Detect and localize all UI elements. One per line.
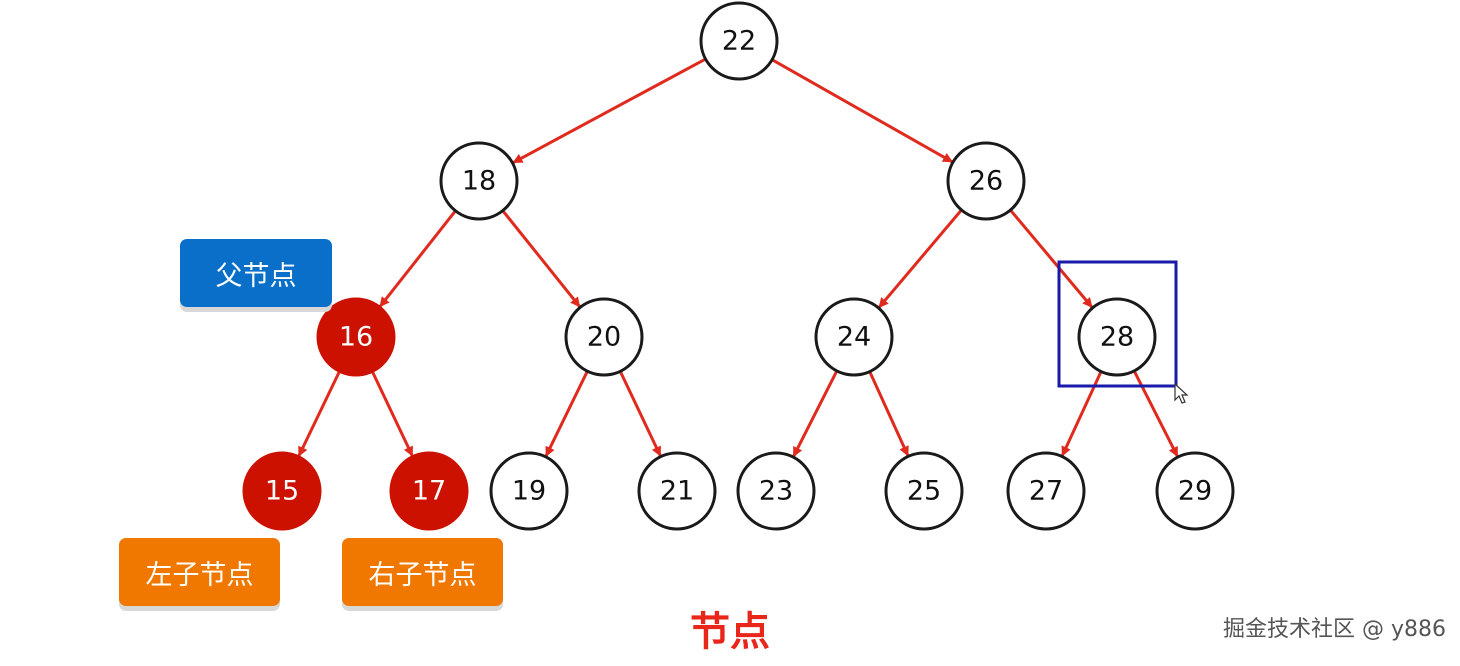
node-value: 15 — [265, 476, 299, 507]
node-value: 23 — [759, 476, 793, 507]
edge-26-24 — [878, 209, 963, 309]
tree-node-25: 25 — [884, 451, 964, 531]
node-circle — [489, 451, 569, 531]
edge-22-18 — [512, 57, 707, 164]
edge-18-20 — [501, 209, 581, 308]
node-circle — [884, 451, 964, 531]
node-value: 20 — [587, 322, 621, 353]
node-value: 17 — [412, 476, 446, 507]
node-circle — [564, 297, 644, 377]
watermark: 掘金技术社区 @ y886 — [1223, 617, 1446, 642]
parent-node-label: 父节点 — [180, 239, 332, 307]
node-circle — [439, 141, 519, 221]
node-value: 18 — [462, 166, 496, 197]
node-circle — [1006, 451, 1086, 531]
edge-20-19 — [544, 370, 589, 457]
edge-22-26 — [771, 58, 953, 164]
edge-28-27 — [1060, 370, 1103, 457]
node-value: 16 — [339, 322, 373, 353]
diagram-title: 节点 — [690, 609, 770, 655]
edge-24-25 — [868, 370, 910, 457]
right-child-label: 右子节点 — [342, 538, 503, 606]
edge-24-23 — [792, 370, 839, 458]
edge-16-15 — [297, 370, 341, 457]
node-circle — [814, 297, 894, 377]
edge-26-28 — [1009, 209, 1094, 309]
node-circle — [637, 451, 717, 531]
tree-node-27: 27 — [1006, 451, 1086, 531]
node-circle — [946, 141, 1026, 221]
node-value: 21 — [660, 476, 694, 507]
node-circle — [389, 451, 469, 531]
edge-20-21 — [618, 370, 662, 457]
node-value: 25 — [907, 476, 941, 507]
node-circle — [1155, 451, 1235, 531]
node-value: 27 — [1029, 476, 1063, 507]
node-value: 26 — [969, 166, 1003, 197]
tree-node-16: 16 — [316, 297, 396, 377]
tree-node-18: 18 — [439, 141, 519, 221]
node-circle — [316, 297, 396, 377]
tree-nodes: 22 18 26 16 20 24 28 15 17 19 21 23 25 27 29 — [242, 1, 1235, 531]
tree-node-20: 20 — [564, 297, 644, 377]
mouse-pointer-icon — [1174, 382, 1189, 404]
node-value: 24 — [837, 322, 871, 353]
selection-box — [1057, 260, 1178, 388]
edge-28-29 — [1132, 370, 1179, 458]
tree-node-22: 22 — [699, 1, 779, 81]
tree-node-23: 23 — [736, 451, 816, 531]
tree-node-24: 24 — [814, 297, 894, 377]
tree-node-19: 19 — [489, 451, 569, 531]
tree-node-26: 26 — [946, 141, 1026, 221]
node-circle — [736, 451, 816, 531]
tree-node-29: 29 — [1155, 451, 1235, 531]
node-value: 28 — [1100, 322, 1134, 353]
tree-node-17: 17 — [389, 451, 469, 531]
tree-edges — [297, 57, 1179, 458]
node-value: 29 — [1178, 476, 1212, 507]
tree-node-21: 21 — [637, 451, 717, 531]
node-value: 22 — [722, 26, 756, 57]
tree-node-28: 28 — [1077, 297, 1157, 377]
node-value: 19 — [512, 476, 546, 507]
tree-node-15: 15 — [242, 451, 322, 531]
node-circle — [242, 451, 322, 531]
edge-16-17 — [370, 370, 414, 457]
node-circle — [699, 1, 779, 81]
left-child-label: 左子节点 — [119, 538, 280, 606]
edge-18-16 — [378, 209, 457, 308]
node-circle — [1077, 297, 1157, 377]
